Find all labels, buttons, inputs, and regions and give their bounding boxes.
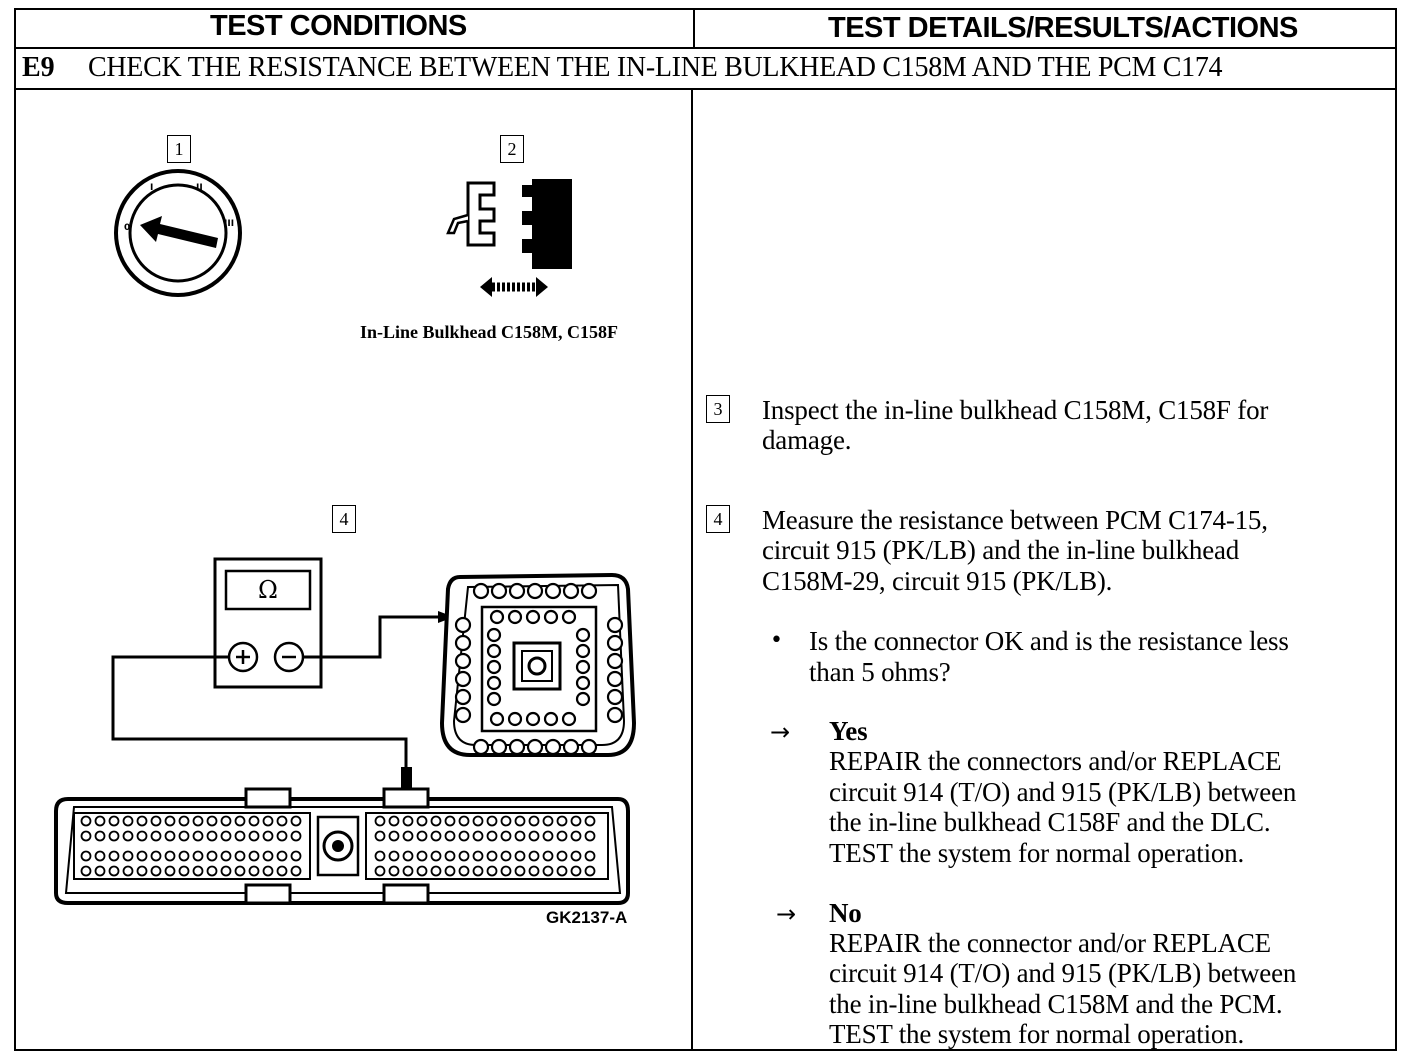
ignition-off-icon: 0 I II III — [114, 169, 242, 297]
svg-text:0: 0 — [124, 223, 130, 233]
figure-4-number: 4 — [332, 505, 356, 533]
header-divider — [14, 47, 1397, 49]
step-3-line-2: damage. — [762, 425, 852, 455]
step-4-number: 4 — [706, 505, 730, 533]
step-3-number: 3 — [706, 395, 730, 423]
figure-2-number: 2 — [500, 135, 524, 163]
step-4-line-3: C158M-29, circuit 915 (PK/LB). — [762, 566, 1113, 596]
no-line-3: the in-line bulkhead C158M and the PCM. — [829, 989, 1283, 1019]
yes-line-2: circuit 914 (T/O) and 915 (PK/LB) betwee… — [829, 777, 1297, 807]
connector-disconnect-icon — [446, 179, 572, 297]
svg-text:I: I — [150, 183, 153, 193]
svg-text:III: III — [224, 219, 234, 229]
yes-label: Yes — [829, 716, 868, 746]
no-arrow: → — [776, 900, 797, 928]
no-line-4: TEST the system for normal operation. — [829, 1019, 1245, 1049]
yes-line-3: the in-line bulkhead C158F and the DLC. — [829, 807, 1271, 837]
body-column-divider — [691, 88, 693, 1051]
ohmmeter-measurement-figure — [54, 557, 637, 905]
step-4-line-2: circuit 915 (PK/LB) and the in-line bulk… — [762, 535, 1240, 565]
ohmmeter-icon — [213, 557, 323, 689]
step-title: CHECK THE RESISTANCE BETWEEN THE IN-LINE… — [88, 52, 1223, 83]
question-line-2: than 5 ohms? — [809, 657, 951, 687]
header-column-divider — [693, 8, 695, 49]
header-test-conditions: TEST CONDITIONS — [210, 10, 467, 42]
pcm-connector — [54, 787, 630, 905]
header-test-details: TEST DETAILS/RESULTS/ACTIONS — [828, 12, 1298, 44]
svg-text:II: II — [196, 183, 203, 193]
yes-line-1: REPAIR the connectors and/or REPLACE — [829, 746, 1282, 776]
no-line-1: REPAIR the connector and/or REPLACE — [829, 928, 1271, 958]
step-4-line-1: Measure the resistance between PCM C174-… — [762, 505, 1268, 535]
yes-arrow: → — [770, 718, 791, 746]
yes-line-4: TEST the system for normal operation. — [829, 838, 1245, 868]
ohm-symbol: Ω — [258, 576, 278, 604]
figure-2-caption: In-Line Bulkhead C158M, C158F — [360, 322, 619, 342]
no-line-2: circuit 914 (T/O) and 915 (PK/LB) betwee… — [829, 958, 1297, 988]
question-line-1: Is the connector OK and is the resistanc… — [809, 626, 1289, 656]
page-frame — [14, 8, 1397, 1051]
bulkhead-connector-face — [439, 572, 637, 757]
step-3-line-1: Inspect the in-line bulkhead C158M, C158… — [762, 395, 1269, 425]
no-label: No — [829, 898, 862, 928]
question-bullet: • — [770, 628, 783, 653]
figure-id: GK2137-A — [546, 908, 628, 927]
step-title-divider — [14, 88, 1397, 90]
step-id: E9 — [22, 52, 55, 83]
figure-1-number: 1 — [167, 135, 191, 163]
